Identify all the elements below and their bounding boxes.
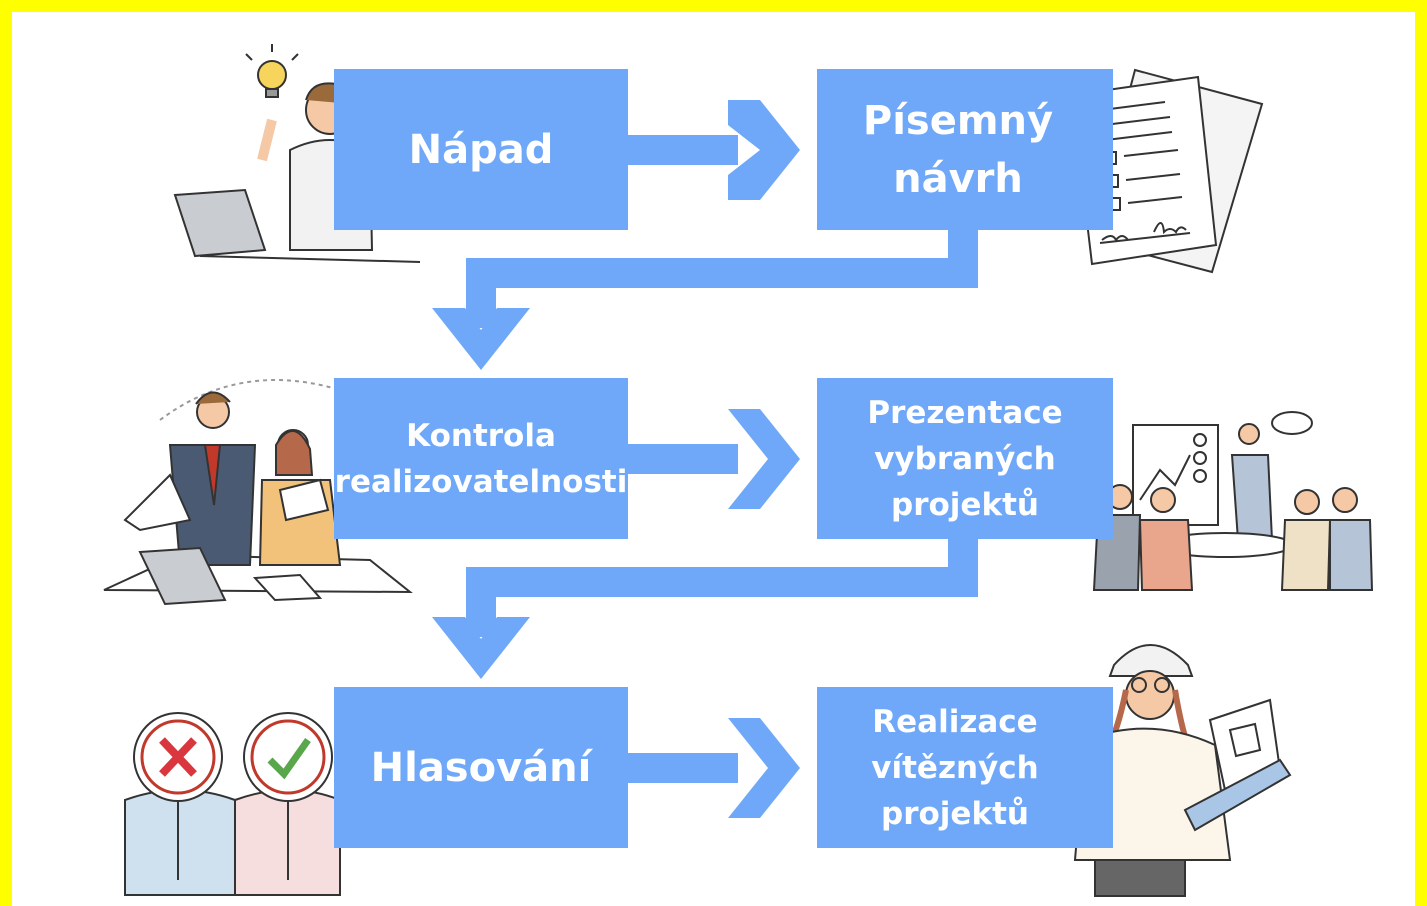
- step-kontrola: Kontrola realizovatelnosti: [334, 378, 628, 539]
- step-napad-label: Nápad: [408, 126, 554, 173]
- step-realizace: Realizace vítězných projektů: [817, 687, 1113, 848]
- connector-down-2: [432, 537, 978, 679]
- arrow-right-3: [628, 718, 800, 818]
- step-pisemny-label-2: návrh: [893, 155, 1023, 202]
- presentation-meeting-icon: [1092, 411, 1374, 591]
- step-realizace-label-1: Realizace: [872, 703, 1038, 740]
- step-prezentace-label-3: projektů: [891, 486, 1039, 523]
- step-napad: Nápad: [334, 69, 628, 230]
- step-hlasovani: Hlasování: [334, 687, 628, 848]
- connector-down-1: [432, 228, 978, 370]
- step-realizace-label-2: vítězných: [871, 749, 1039, 786]
- step-hlasovani-label: Hlasování: [370, 744, 592, 791]
- engineer-with-blueprint-icon: [1073, 644, 1292, 897]
- step-prezentace: Prezentace vybraných projektů: [817, 378, 1113, 539]
- arrow-right-1: [628, 100, 800, 200]
- step-realizace-label-3: projektů: [881, 795, 1029, 832]
- arrow-right-2: [628, 409, 800, 509]
- step-pisemny-label-1: Písemný: [862, 97, 1054, 144]
- step-kontrola-label-2: realizovatelnosti: [334, 463, 628, 500]
- colleagues-reviewing-papers-icon: [103, 379, 413, 606]
- voting-signs-icon: [124, 712, 341, 896]
- step-kontrola-label-1: Kontrola: [406, 417, 556, 454]
- step-pisemny-navrh: Písemný návrh: [817, 69, 1113, 230]
- step-prezentace-label-2: vybraných: [874, 440, 1056, 477]
- step-prezentace-label-1: Prezentace: [867, 394, 1063, 431]
